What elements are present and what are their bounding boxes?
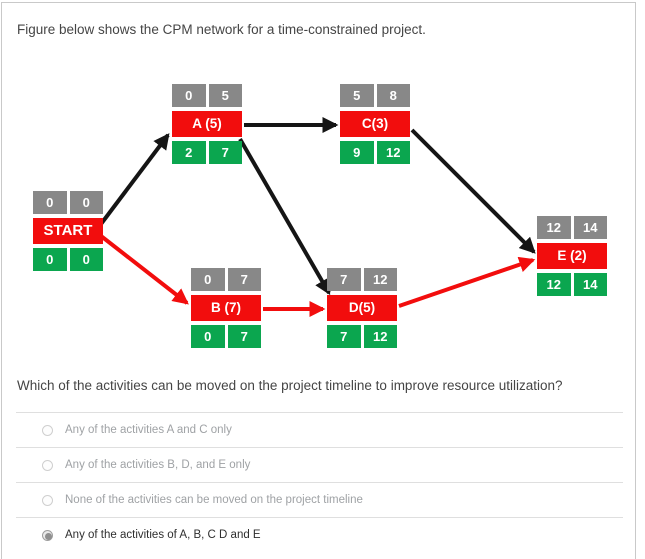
late-finish-cell: 7 — [208, 141, 242, 164]
answer-option-1[interactable]: Any of the activities A and C only — [16, 412, 623, 447]
question-text: Which of the activities can be moved on … — [17, 378, 563, 393]
late-start-cell: 9 — [340, 141, 374, 164]
answer-option-2[interactable]: Any of the activities B, D, and E only — [16, 447, 623, 482]
early-start-cell: 0 — [172, 84, 206, 107]
early-finish-cell: 14 — [573, 216, 607, 239]
late-finish-cell: 0 — [69, 248, 103, 271]
early-finish-cell: 8 — [376, 84, 410, 107]
early-finish-cell: 0 — [69, 191, 103, 214]
early-finish-cell: 5 — [208, 84, 242, 107]
late-start-cell: 0 — [33, 248, 67, 271]
activity-label: A (5) — [172, 111, 242, 137]
radio-button[interactable] — [42, 424, 53, 436]
answer-option-4[interactable]: Any of the activities of A, B, C D and E — [16, 517, 623, 552]
early-start-cell: 0 — [33, 191, 67, 214]
node-b: 0 7 B (7) 0 7 — [191, 268, 261, 348]
radio-button[interactable] — [42, 494, 53, 506]
late-finish-cell: 7 — [227, 325, 261, 348]
option-label: Any of the activities A and C only — [65, 424, 232, 436]
dependency-arrows — [99, 117, 536, 317]
late-finish-cell: 12 — [363, 325, 397, 348]
figure-caption: Figure below shows the CPM network for a… — [17, 22, 426, 37]
activity-label: B (7) — [191, 295, 261, 321]
answer-options: Any of the activities A and C only Any o… — [16, 412, 623, 552]
node-start: 0 0 START 0 0 — [33, 191, 103, 271]
edge-a-d — [238, 137, 331, 296]
edge-start-b — [99, 234, 189, 305]
late-finish-cell: 14 — [573, 273, 607, 296]
late-start-cell: 12 — [537, 273, 571, 296]
node-c: 5 8 C(3) 9 12 — [340, 84, 410, 164]
early-finish-cell: 12 — [363, 268, 397, 291]
activity-label: E (2) — [537, 243, 607, 269]
activity-label: START — [33, 218, 103, 244]
edge-c-e — [410, 128, 536, 254]
early-start-cell: 5 — [340, 84, 374, 107]
cpm-network-diagram: 0 0 START 0 0 0 5 A (5) 2 7 5 8 — [2, 60, 635, 376]
option-label: Any of the activities B, D, and E only — [65, 459, 251, 471]
late-start-cell: 0 — [191, 325, 225, 348]
edge-d-e — [398, 256, 536, 308]
early-start-cell: 0 — [191, 268, 225, 291]
late-start-cell: 2 — [172, 141, 206, 164]
early-start-cell: 12 — [537, 216, 571, 239]
answer-option-3[interactable]: None of the activities can be moved on t… — [16, 482, 623, 517]
activity-label: D(5) — [327, 295, 397, 321]
late-start-cell: 7 — [327, 325, 361, 348]
node-d: 7 12 D(5) 7 12 — [327, 268, 397, 348]
activity-label: C(3) — [340, 111, 410, 137]
node-a: 0 5 A (5) 2 7 — [172, 84, 242, 164]
option-label: Any of the activities of A, B, C D and E — [65, 529, 261, 541]
node-e: 12 14 E (2) 12 14 — [537, 216, 607, 296]
radio-button[interactable] — [42, 529, 53, 541]
radio-button[interactable] — [42, 459, 53, 471]
early-finish-cell: 7 — [227, 268, 261, 291]
early-start-cell: 7 — [327, 268, 361, 291]
option-label: None of the activities can be moved on t… — [65, 494, 363, 506]
late-finish-cell: 12 — [376, 141, 410, 164]
edge-start-a — [99, 133, 170, 226]
